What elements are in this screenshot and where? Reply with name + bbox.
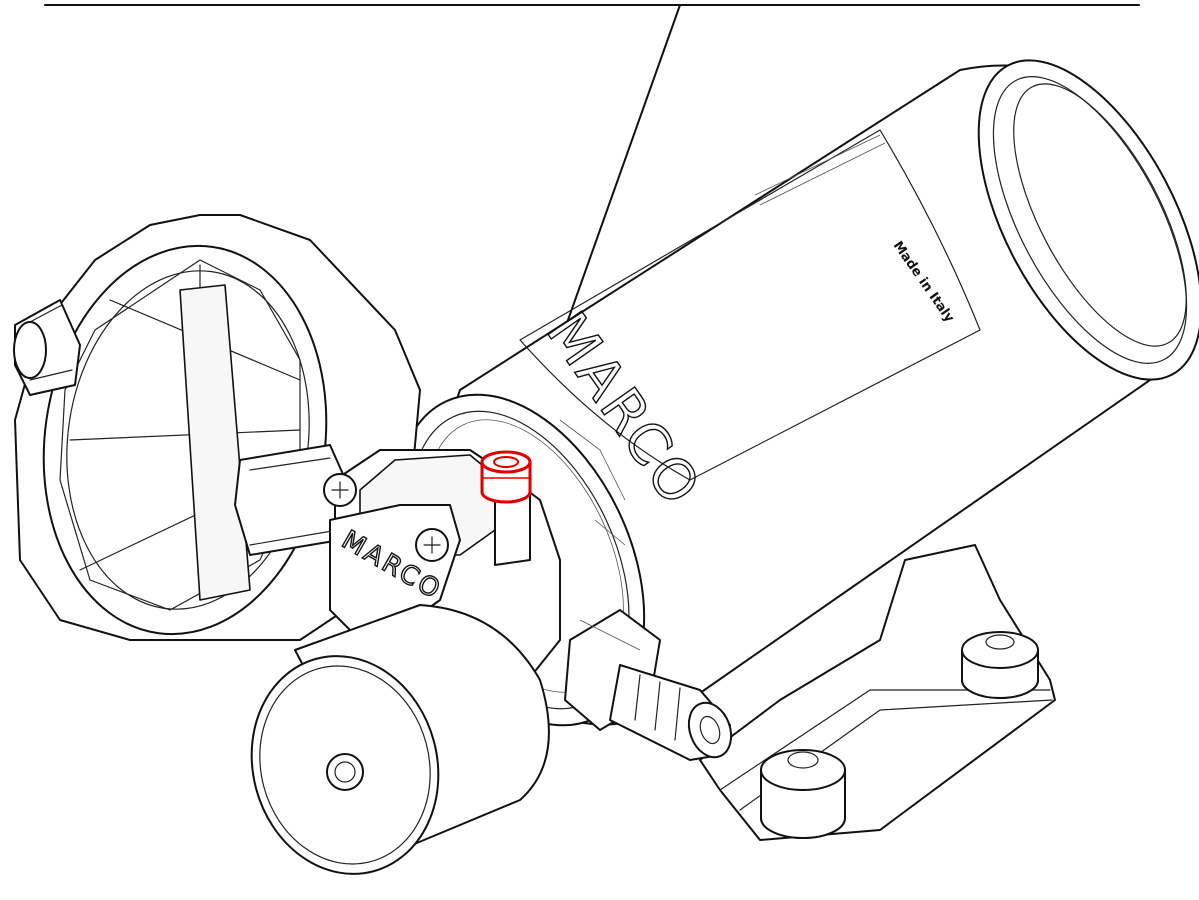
mounting-bracket bbox=[699, 544, 1056, 841]
front-cylinder-cup bbox=[250, 604, 550, 875]
inlet-hose-barb bbox=[13, 299, 81, 396]
rubber-foot-rear bbox=[961, 631, 1039, 699]
highlighted-part-cap bbox=[480, 450, 532, 504]
outlet-hose-barb bbox=[564, 609, 733, 761]
rubber-foot-front bbox=[760, 749, 846, 839]
head-screw-right bbox=[415, 528, 449, 562]
head-screw-left bbox=[323, 473, 357, 507]
